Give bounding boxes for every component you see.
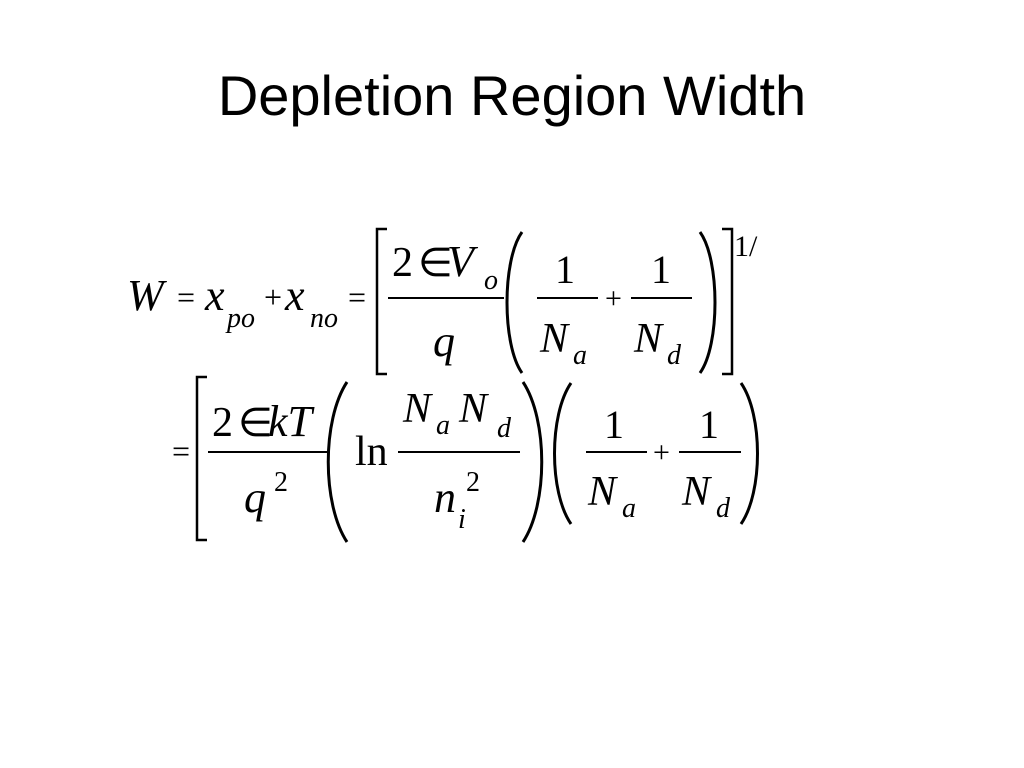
plus-sign: + xyxy=(264,279,282,315)
equals-sign: = xyxy=(172,433,190,469)
var-N-a: N xyxy=(402,386,433,432)
exponent-2: 2 xyxy=(466,467,480,498)
square-bracket-left xyxy=(195,375,207,542)
subscript-no: no xyxy=(310,303,338,334)
numeral-1: 1 xyxy=(699,402,719,447)
var-x-po: x xyxy=(204,271,225,320)
subscript-d: d xyxy=(716,493,731,524)
var-N-d: N xyxy=(681,469,712,515)
var-W: W xyxy=(127,271,167,320)
paren-right xyxy=(739,382,759,525)
subscript-i: i xyxy=(458,504,466,535)
subscript-a: a xyxy=(436,410,450,441)
exponent-half: 1/ xyxy=(734,230,758,263)
subscript-a: a xyxy=(573,340,587,371)
plus-sign: + xyxy=(653,436,670,469)
var-N-d: N xyxy=(633,316,664,362)
var-N-a: N xyxy=(587,469,618,515)
square-bracket-left xyxy=(375,227,387,376)
subscript-d: d xyxy=(667,340,682,371)
coefficient-2: 2 xyxy=(392,240,413,286)
var-n-i: n xyxy=(434,473,456,522)
paren-left xyxy=(505,231,524,374)
var-q: q xyxy=(244,473,266,522)
var-q: q xyxy=(433,317,455,366)
subscript-o: o xyxy=(484,265,498,296)
coefficient-2: 2 xyxy=(212,400,233,446)
numeral-1: 1 xyxy=(555,247,575,292)
slide-title: Depletion Region Width xyxy=(217,64,807,127)
epsilon-symbol: ∈ xyxy=(238,400,273,445)
equals-sign: = xyxy=(177,279,195,315)
numeral-1: 1 xyxy=(604,402,624,447)
var-N-a: N xyxy=(539,316,570,362)
paren-left xyxy=(553,382,573,525)
subscript-po: po xyxy=(225,303,255,334)
var-V: V xyxy=(447,237,479,286)
numeral-1: 1 xyxy=(651,247,671,292)
equation-line-1: W = x po + x no = 2 ∈ V o q 1 N a + 1 N … xyxy=(127,227,758,376)
var-N-d: N xyxy=(458,386,489,432)
epsilon-symbol: ∈ xyxy=(418,240,453,285)
paren-right xyxy=(698,231,717,374)
equals-sign: = xyxy=(348,279,366,315)
paren-right xyxy=(521,381,544,543)
exponent-2: 2 xyxy=(274,467,288,498)
subscript-d: d xyxy=(497,413,512,444)
equation-line-2: = 2 ∈ kT q 2 ln N a N d n i 2 1 N a + 1 xyxy=(172,375,759,543)
plus-sign: + xyxy=(605,282,622,315)
square-bracket-right xyxy=(722,227,734,376)
var-kT: kT xyxy=(268,397,316,446)
subscript-a: a xyxy=(622,493,636,524)
var-x-no: x xyxy=(284,271,305,320)
function-ln: ln xyxy=(355,429,388,475)
paren-left xyxy=(326,381,349,543)
